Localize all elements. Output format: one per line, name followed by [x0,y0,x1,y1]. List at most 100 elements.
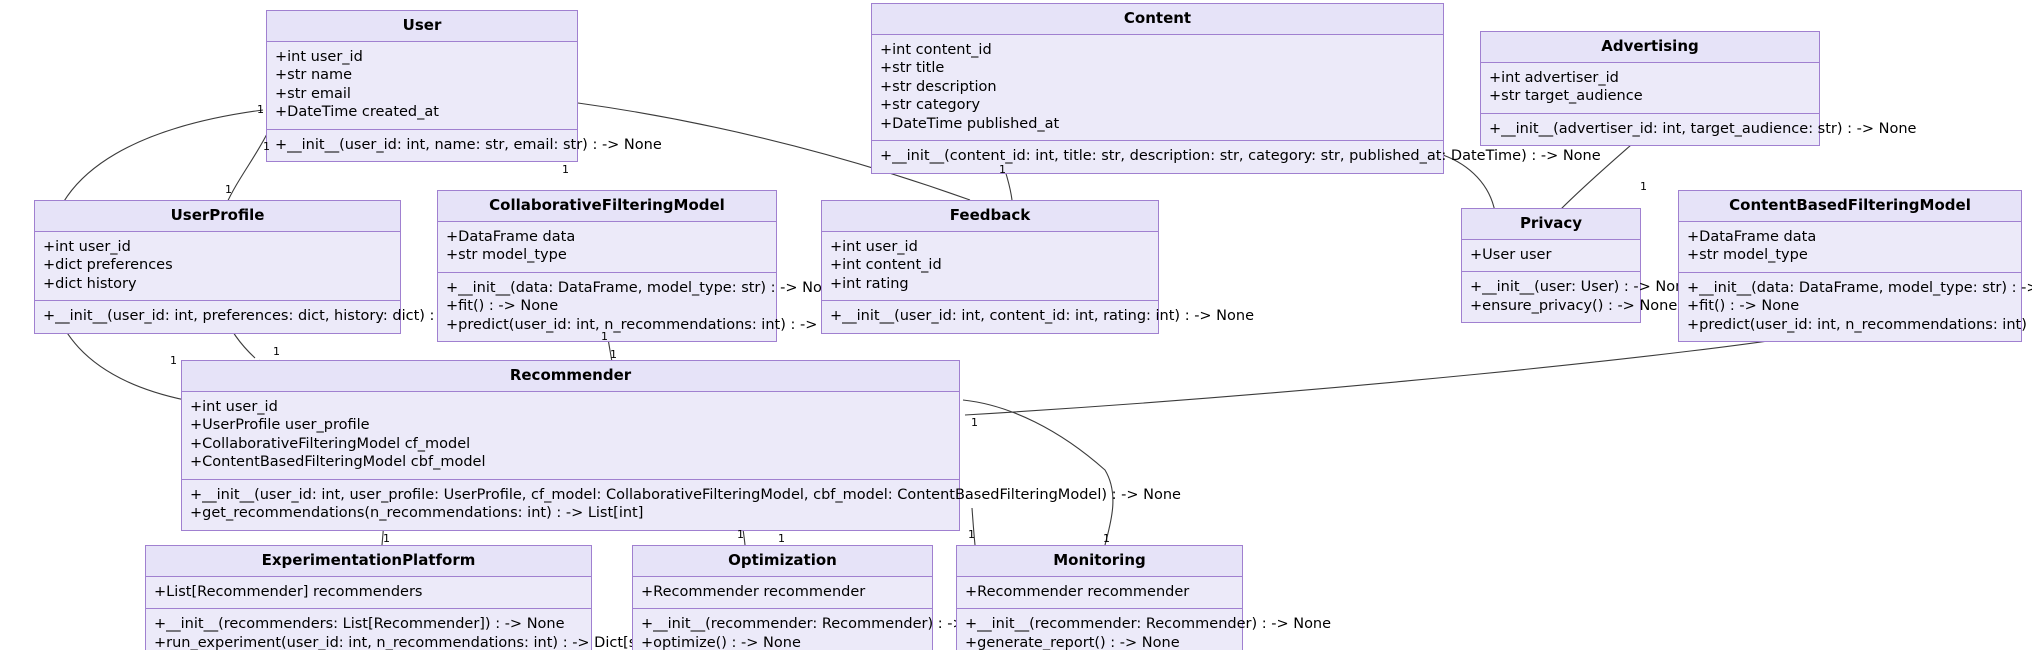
class-box-optimization[interactable]: Optimization +Recommender recommender +_… [632,545,1008,650]
class-box-content[interactable]: Content +int content_id +str title +str … [871,3,1601,174]
attribute: +ContentBasedFilteringModel cbf_model [190,454,486,471]
class-title: Monitoring [957,546,1242,577]
attribute: +UserProfile user_profile [190,417,370,434]
class-methods: +__init__(user_id: int, user_profile: Us… [182,480,1181,530]
class-attributes: +int user_id +str name +str email +DateT… [267,42,577,130]
attribute: +DateTime created_at [275,104,439,121]
attribute: +int advertiser_id [1489,69,1619,86]
attribute: +int user_id [275,48,363,65]
method: +__init__(user_id: int, user_profile: Us… [190,486,1181,503]
class-title: Recommender [182,361,959,392]
attribute: +str model_type [1687,247,1808,264]
class-attributes: +int user_id +dict preferences +dict his… [35,232,400,302]
multiplicity-label: 1 [263,140,270,153]
method: +__init__(data: DataFrame, model_type: s… [446,279,840,296]
class-box-advertising[interactable]: Advertising +int advertiser_id +str targ… [1480,31,1916,147]
attribute: +int content_id [880,41,992,58]
method: +predict(user_id: int, n_recommendations… [446,316,878,333]
method: +__init__(data: DataFrame, model_type: s… [1687,279,2032,296]
class-attributes: +Recommender recommender [633,577,932,610]
method: +__init__(user: User) : -> None [1470,279,1694,296]
class-title: Privacy [1462,209,1640,240]
attribute: +Recommender recommender [965,583,1190,600]
method: +fit() : -> None [446,298,559,315]
method: +optimize() : -> None [641,634,801,650]
multiplicity-label: 1 [971,416,978,429]
class-methods: +__init__(recommender: Recommender) : ->… [633,609,1008,650]
class-attributes: +DataFrame data +str model_type [438,222,776,273]
class-title: Advertising [1481,32,1819,63]
attribute: +DataFrame data [1687,228,1817,245]
multiplicity-label: 1 [257,103,264,116]
method: +ensure_privacy() : -> None [1470,297,1678,314]
multiplicity-label: 1 [778,532,785,545]
multiplicity-label: 1 [273,345,280,358]
method: +__init__(user_id: int, preferences: dic… [43,308,499,325]
attribute: +dict history [43,275,137,292]
edge-recommender-monitoring-right [962,399,1114,546]
multiplicity-label: 1 [170,354,177,367]
method: +__init__(content_id: int, title: str, d… [880,148,1601,165]
multiplicity-label: 1 [1640,180,1647,193]
class-box-userprofile[interactable]: UserProfile +int user_id +dict preferenc… [34,200,499,334]
multiplicity-label: 1 [383,532,390,545]
class-title: Feedback [822,201,1158,232]
multiplicity-label: 1 [737,528,744,541]
class-box-experimentationplatform[interactable]: ExperimentationPlatform +List[Recommende… [145,545,719,650]
attribute: +List[Recommender] recommenders [154,583,423,600]
method: +__init__(recommender: Recommender) : ->… [965,616,1332,633]
attribute: +int user_id [830,238,918,255]
method: +get_recommendations(n_recommendations: … [190,505,644,522]
class-methods: +__init__(content_id: int, title: str, d… [872,141,1601,173]
class-title: Optimization [633,546,932,577]
multiplicity-label: 1 [999,163,1006,176]
class-attributes: +int user_id +UserProfile user_profile +… [182,392,959,480]
method: +predict(user_id: int, n_recommendations… [1687,316,2032,333]
class-title: ExperimentationPlatform [146,546,591,577]
class-attributes: +int advertiser_id +str target_audience [1481,63,1819,114]
attribute: +str name [275,67,353,84]
method: +__init__(user_id: int, name: str, email… [275,136,662,153]
method: +__init__(recommender: Recommender) : ->… [641,616,1008,633]
class-methods: +__init__(data: DataFrame, model_type: s… [1679,273,2032,342]
class-methods: +__init__(user_id: int, preferences: dic… [35,301,499,333]
class-attributes: +Recommender recommender [957,577,1242,610]
multiplicity-label: 1 [968,528,975,541]
class-box-privacy[interactable]: Privacy +User user +__init__(user: User)… [1461,208,1694,324]
class-attributes: +User user [1462,240,1640,273]
class-title: CollaborativeFilteringModel [438,191,776,222]
method: +__init__(recommenders: List[Recommender… [154,616,565,633]
attribute: +str description [880,78,997,95]
method: +run_experiment(user_id: int, n_recommen… [154,634,719,650]
attribute: +int content_id [830,257,942,274]
attribute: +DataFrame data [446,228,576,245]
class-methods: +__init__(user_id: int, name: str, email… [267,130,662,162]
attribute: +str target_audience [1489,88,1643,105]
multiplicity-label: 1 [562,163,569,176]
multiplicity-label: 1 [601,330,608,343]
method: +__init__(user_id: int, content_id: int,… [830,308,1255,325]
class-methods: +__init__(user: User) : -> None +ensure_… [1462,272,1694,322]
class-box-recommender[interactable]: Recommender +int user_id +UserProfile us… [181,360,1181,531]
class-title: User [267,11,577,42]
edge-cbfmodel-recommender [964,329,1839,416]
multiplicity-label: 1 [1103,532,1110,545]
multiplicity-label: 1 [225,183,232,196]
class-methods: +__init__(data: DataFrame, model_type: s… [438,273,878,342]
class-box-user[interactable]: User +int user_id +str name +str email +… [266,10,662,163]
attribute: +int rating [830,275,909,292]
method: +fit() : -> None [1687,298,1800,315]
class-attributes: +DataFrame data +str model_type [1679,222,2021,273]
class-methods: +__init__(recommender: Recommender) : ->… [957,609,1332,650]
attribute: +str title [880,60,945,77]
class-box-collaborativefilteringmodel[interactable]: CollaborativeFilteringModel +DataFrame d… [437,190,878,343]
attribute: +int user_id [190,398,278,415]
attribute: +str email [275,85,351,102]
class-box-contentbasedfilteringmodel[interactable]: ContentBasedFilteringModel +DataFrame da… [1678,190,2032,343]
multiplicity-label: 1 [610,348,617,361]
class-attributes: +int content_id +str title +str descript… [872,35,1443,142]
class-box-monitoring[interactable]: Monitoring +Recommender recommender +__i… [956,545,1332,650]
class-box-feedback[interactable]: Feedback +int user_id +int content_id +i… [821,200,1255,334]
class-methods: +__init__(user_id: int, content_id: int,… [822,301,1255,333]
